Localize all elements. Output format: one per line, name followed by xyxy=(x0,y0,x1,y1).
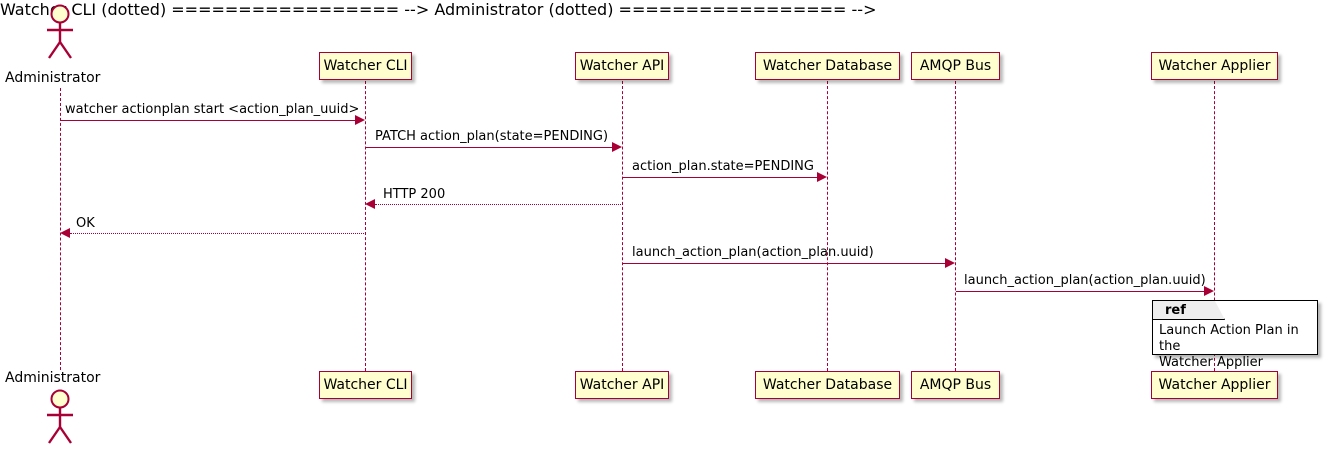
participant-label-watcher-applier-top: Watcher Applier xyxy=(1158,58,1271,74)
participant-watcher-database-bottom[interactable]: Watcher Database xyxy=(755,371,900,399)
lifeline-watcher-api xyxy=(622,81,623,371)
participant-watcher-api-bottom[interactable]: Watcher API xyxy=(575,371,669,399)
message-arrowhead-m4 xyxy=(365,199,375,209)
lifeline-watcher-applier xyxy=(1214,81,1215,371)
participant-watcher-api-top[interactable]: Watcher API xyxy=(575,52,669,80)
message-arrowhead-m1 xyxy=(355,115,365,125)
message-arrowhead-m2 xyxy=(612,142,622,152)
ref-fragment: ref Launch Action Plan in the Watcher Ap… xyxy=(1152,300,1318,370)
participant-amqp-bus-top[interactable]: AMQP Bus xyxy=(911,52,1000,80)
participant-watcher-applier-bottom[interactable]: Watcher Applier xyxy=(1151,371,1278,399)
ref-fragment-line2: Watcher Applier xyxy=(1159,355,1263,370)
message-line-m6 xyxy=(623,263,946,264)
message-arrowhead-m7 xyxy=(1204,286,1214,296)
participant-label-amqp-bus-bottom: AMQP Bus xyxy=(919,377,992,393)
ref-fragment-body: Launch Action Plan in the Watcher Applie… xyxy=(1159,323,1313,371)
message-label-m2: PATCH action_plan(state=PENDING) xyxy=(375,129,609,144)
message-label-m1: watcher actionplan start <action_plan_uu… xyxy=(65,102,360,117)
lifeline-watcher-database xyxy=(827,81,828,371)
message-line-m2 xyxy=(366,147,613,148)
message-line-m1 xyxy=(60,120,356,121)
message-arrowhead-m3 xyxy=(817,172,827,182)
participant-label-watcher-database-top: Watcher Database xyxy=(762,58,893,74)
participant-watcher-applier-top[interactable]: Watcher Applier xyxy=(1151,52,1278,80)
ref-fragment-line1: Launch Action Plan in the xyxy=(1159,323,1299,354)
participant-label-watcher-cli-bottom: Watcher CLI xyxy=(323,377,408,393)
lifeline-watcher-cli xyxy=(365,81,366,371)
actor-administrator-top xyxy=(40,4,80,60)
message-line-m5 xyxy=(70,233,366,234)
participant-amqp-bus-bottom[interactable]: AMQP Bus xyxy=(911,371,1000,399)
participant-watcher-cli-bottom[interactable]: Watcher CLI xyxy=(319,371,412,399)
ref-fragment-tag: ref xyxy=(1153,301,1225,320)
ref-fragment-tag-label: ref xyxy=(1165,302,1186,318)
message-label-m5: OK xyxy=(76,216,95,231)
message-label-m6: launch_action_plan(action_plan.uuid) xyxy=(632,245,874,260)
lifeline-amqp-bus xyxy=(955,81,956,371)
participant-watcher-database-top[interactable]: Watcher Database xyxy=(755,52,900,80)
participant-label-amqp-bus-top: AMQP Bus xyxy=(919,58,992,74)
stick-figure-icon xyxy=(47,4,73,59)
participant-label-watcher-api-top: Watcher API xyxy=(579,58,665,74)
participant-label-watcher-cli-top: Watcher CLI xyxy=(323,58,408,74)
message-line-m3 xyxy=(623,177,818,178)
message-arrowhead-m6 xyxy=(945,258,955,268)
message-line-m7 xyxy=(956,291,1205,292)
participant-label-watcher-api-bottom: Watcher API xyxy=(579,377,665,393)
participant-label-watcher-database-bottom: Watcher Database xyxy=(762,377,893,393)
message-label-m7: launch_action_plan(action_plan.uuid) xyxy=(964,273,1206,288)
participant-watcher-cli-top[interactable]: Watcher CLI xyxy=(319,52,412,80)
message-label-m3: action_plan.state=PENDING xyxy=(632,159,814,174)
actor-administrator-bottom xyxy=(40,389,80,445)
message-label-m4: HTTP 200 xyxy=(383,187,446,202)
actor-label-administrator-top: Administrator xyxy=(5,70,101,86)
stick-figure-icon xyxy=(47,389,73,444)
message-arrowhead-m5 xyxy=(60,228,70,238)
message-line-m4 xyxy=(375,204,623,205)
participant-label-watcher-applier-bottom: Watcher Applier xyxy=(1158,377,1271,393)
actor-label-administrator-bottom: Administrator xyxy=(5,370,101,386)
